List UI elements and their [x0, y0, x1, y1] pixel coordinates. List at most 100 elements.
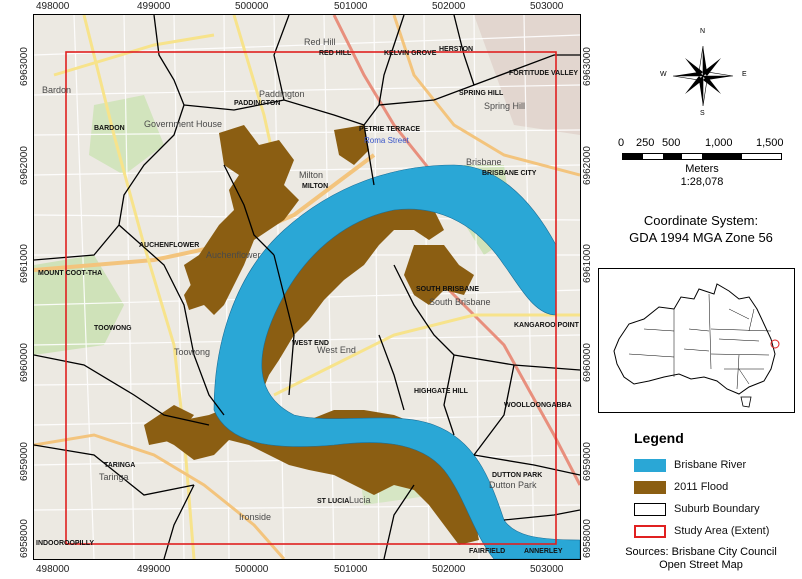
- y-tick: 6960000: [582, 343, 593, 382]
- suburb-label: HIGHGATE HILL: [414, 388, 469, 395]
- suburb-label: PADDINGTON: [234, 100, 280, 107]
- scale-tick: 500: [662, 137, 681, 149]
- place-label: Paddington: [259, 89, 305, 99]
- suburb-label: PETRIE TERRACE: [359, 126, 420, 133]
- suburb-label: AUCHENFLOWER: [139, 242, 199, 249]
- suburb-label: MOUNT COOT-THA: [38, 270, 102, 277]
- scale-unit: Meters: [685, 163, 719, 175]
- x-tick: 500000: [235, 1, 269, 12]
- place-label: Bardon: [42, 85, 71, 95]
- suburb-label: RED HILL: [319, 50, 352, 57]
- legend-label: Brisbane River: [674, 459, 747, 471]
- x-tick: 498000: [36, 1, 70, 12]
- place-label: Brisbane: [466, 157, 502, 167]
- y-tick: 6961000: [582, 244, 593, 283]
- study-area-extent: [65, 51, 557, 545]
- suburb-swatch: [634, 502, 666, 516]
- suburb-label: BARDON: [94, 125, 125, 132]
- x-tick: 503000: [530, 1, 564, 12]
- suburb-label: KELVIN GROVE: [384, 50, 437, 57]
- suburb-label: FAIRFIELD: [469, 548, 505, 555]
- suburb-label: TOOWONG: [94, 325, 132, 332]
- scale-segments: [622, 153, 782, 160]
- x-tick: 501000: [334, 1, 368, 12]
- place-label: South Brisbane: [429, 297, 491, 307]
- place-label: Ironside: [239, 512, 271, 522]
- legend-label: Suburb Boundary: [674, 503, 760, 515]
- suburb-label: WEST END: [292, 340, 329, 347]
- australia-inset-icon: [613, 283, 780, 408]
- river-swatch: [634, 458, 666, 472]
- scale-tick: 250: [636, 137, 655, 149]
- suburb-label: FORTITUDE VALLEY: [509, 70, 578, 77]
- legend-label: 2011 Flood: [674, 481, 729, 493]
- coordinate-system-title: Coordinate System:: [643, 213, 759, 228]
- scale-tick: 1,500: [756, 137, 784, 149]
- x-tick: 503000: [530, 564, 564, 575]
- map-frame[interactable]: RED HILL KELVIN GROVE HERSTON FORTITUDE …: [33, 14, 581, 560]
- suburb-label: BRISBANE CITY: [482, 170, 537, 177]
- flood-swatch: [634, 480, 666, 494]
- place-label: Dutton Park: [489, 480, 537, 490]
- place-label: Red Hill: [304, 37, 336, 47]
- x-tick: 499000: [137, 564, 171, 575]
- suburb-label: ANNERLEY: [524, 548, 563, 555]
- legend-item-flood: 2011 Flood: [634, 478, 728, 496]
- inset-map: [598, 268, 795, 413]
- legend-item-suburb: Suburb Boundary: [634, 500, 760, 518]
- suburb-label: SOUTH BRISBANE: [416, 286, 479, 293]
- y-tick: 6963000: [582, 47, 593, 86]
- place-label: Auchenflower: [206, 250, 261, 260]
- compass-n: N: [700, 28, 706, 35]
- y-tick: 6959000: [19, 442, 30, 481]
- main-roads: [34, 15, 580, 559]
- legend-item-study-area: Study Area (Extent): [634, 522, 769, 540]
- brisbane-river: [213, 164, 580, 559]
- suburb-label: MILTON: [302, 183, 328, 190]
- place-label: Government House: [144, 119, 222, 129]
- legend-label: Study Area (Extent): [674, 525, 770, 537]
- y-tick: 6962000: [19, 146, 30, 185]
- compass-w: W: [660, 71, 667, 78]
- scale-tick: 1,000: [705, 137, 733, 149]
- scale-ratio: 1:28,078: [680, 176, 724, 188]
- park-area: [34, 255, 124, 355]
- y-tick: 6963000: [19, 47, 30, 86]
- suburb-label: KANGAROO POINT: [514, 322, 580, 329]
- north-arrow-icon: [665, 38, 741, 114]
- compass-s: S: [700, 110, 705, 117]
- scale-tick: 0: [618, 137, 625, 149]
- sources-line1: Sources: Brisbane City Council: [625, 546, 777, 558]
- legend-title: Legend: [634, 430, 684, 446]
- y-tick: 6959000: [582, 442, 593, 481]
- x-tick: 502000: [432, 564, 466, 575]
- x-tick: 502000: [432, 1, 466, 12]
- legend-item-river: Brisbane River: [634, 456, 746, 474]
- urban-area: [474, 15, 580, 135]
- suburb-labels: RED HILL KELVIN GROVE HERSTON FORTITUDE …: [36, 46, 580, 555]
- sources-line2: Open Street Map: [659, 559, 743, 571]
- place-label: Spring Hill: [484, 101, 525, 111]
- map-canvas[interactable]: RED HILL KELVIN GROVE HERSTON FORTITUDE …: [34, 15, 580, 559]
- place-label: West End: [317, 345, 356, 355]
- place-label: Lucia: [349, 495, 371, 505]
- coordinate-system-name: GDA 1994 MGA Zone 56: [629, 230, 773, 245]
- study-area-swatch: [634, 524, 666, 538]
- suburb-label: DUTTON PARK: [492, 472, 542, 479]
- place-labels: Bardon Paddington Spring Hill Milton Bri…: [42, 37, 537, 522]
- x-tick: 500000: [235, 564, 269, 575]
- x-tick: 498000: [36, 564, 70, 575]
- place-label: Toowong: [174, 347, 210, 357]
- x-tick: 501000: [334, 564, 368, 575]
- suburb-label: WOOLLOONGABBA: [504, 402, 572, 409]
- suburb-label: INDOOROOPILLY: [36, 540, 94, 547]
- suburb-label: ST LUCIA: [317, 498, 349, 505]
- y-tick: 6958000: [582, 519, 593, 558]
- y-tick: 6960000: [19, 343, 30, 382]
- x-tick: 499000: [137, 1, 171, 12]
- y-tick: 6962000: [582, 146, 593, 185]
- y-tick: 6961000: [19, 244, 30, 283]
- suburb-label: SPRING HILL: [459, 90, 504, 97]
- y-tick: 6958000: [19, 519, 30, 558]
- place-label: Roma Street: [364, 136, 410, 145]
